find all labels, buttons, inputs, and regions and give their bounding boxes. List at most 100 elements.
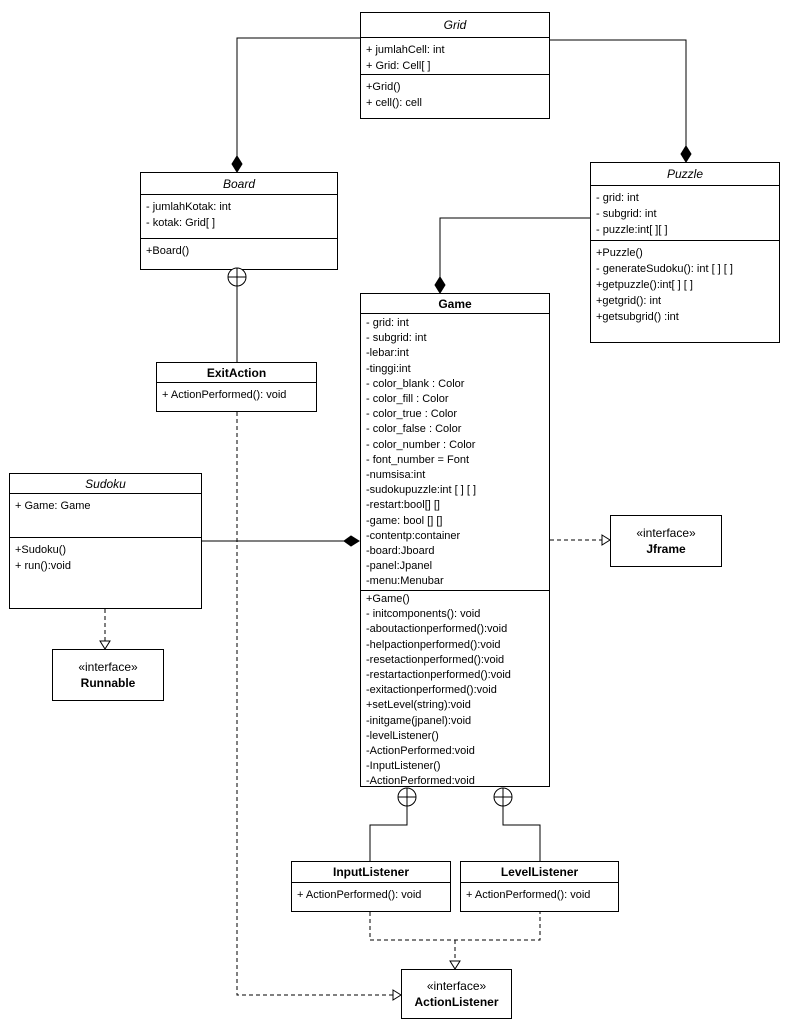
class-sudoku: Sudoku + Game: Game +Sudoku() + run():voi… — [9, 473, 202, 609]
containment-icon — [227, 267, 247, 287]
member-line: + Grid: Cell[ ] — [366, 60, 431, 72]
interface-jframe-name: Jframe — [646, 542, 686, 556]
member-line: +getpuzzle():int[ ] [ ] — [596, 279, 693, 291]
member-line: - color_number : Color — [366, 438, 476, 451]
class-game-attributes: - grid: int- subgrid: int-lebar:int-ting… — [361, 314, 549, 591]
realization-arrow-icon — [449, 960, 461, 970]
member-line: +Board() — [146, 245, 190, 257]
realization-arrow-icon — [99, 640, 111, 650]
connector-game-jframe — [550, 534, 611, 546]
member-line: -restartactionperformed():void — [366, 669, 511, 682]
composition-diamond-icon — [680, 145, 692, 163]
member-line: -resetactionperformed():void — [366, 653, 505, 666]
member-line: +Game() — [366, 593, 410, 605]
class-inputlistener-title: InputListener — [292, 862, 450, 883]
member-line: -aboutactionperformed():void — [366, 623, 508, 636]
class-board-methods: +Board() — [141, 239, 337, 269]
connector-grid-board — [231, 37, 360, 173]
member-line: - subgrid: int — [366, 332, 427, 345]
interface-actionlistener-name: ActionListener — [414, 995, 499, 1009]
class-board-title: Board — [141, 173, 337, 195]
class-grid-title: Grid — [361, 13, 549, 38]
member-line: +Sudoku() — [15, 544, 67, 556]
member-line: - generateSudoku(): int [ ] [ ] — [596, 263, 733, 275]
class-levellistener-title: LevelListener — [461, 862, 618, 883]
member-line: - initcomponents(): void — [366, 608, 481, 621]
realization-arrow-icon — [392, 989, 402, 1001]
interface-runnable: «interface» Runnable — [52, 649, 164, 701]
connector-game-inputlistener — [369, 787, 417, 861]
member-line: - kotak: Grid[ ] — [146, 217, 216, 229]
class-grid-methods: +Grid() + cell(): cell — [361, 75, 549, 118]
member-line: + ActionPerformed(): void — [466, 889, 591, 901]
class-exitaction-title: ExitAction — [157, 363, 316, 383]
member-line: - grid: int — [596, 192, 639, 204]
member-line: - color_false : Color — [366, 423, 462, 436]
member-line: +getgrid(): int — [596, 295, 662, 307]
member-line: + Game: Game — [15, 500, 91, 512]
member-line: +Grid() — [366, 81, 401, 93]
class-puzzle: Puzzle - grid: int - subgrid: int - puzzle… — [590, 162, 780, 343]
class-puzzle-title: Puzzle — [591, 163, 779, 186]
member-line: + cell(): cell — [366, 97, 422, 109]
connector-sudoku-game — [202, 535, 360, 547]
connector-listeners-actionlistener — [369, 912, 541, 970]
class-sudoku-title: Sudoku — [10, 474, 201, 494]
member-line: -levelListener() — [366, 729, 439, 742]
containment-icon — [493, 787, 513, 807]
member-line: -InputListener() — [366, 760, 441, 773]
jframe-stereotype-label: «interface» — [636, 526, 696, 540]
class-grid: Grid + jumlahCell: int + Grid: Cell[ ] +G… — [360, 12, 550, 119]
runnable-stereotype-label: «interface» — [78, 660, 138, 674]
member-line: -board:Jboard — [366, 545, 435, 558]
member-line: -initgame(jpanel):void — [366, 714, 472, 727]
composition-diamond-icon — [434, 276, 446, 294]
class-board: Board - jumlahKotak: int - kotak: Grid[ ]… — [140, 172, 338, 270]
class-grid-attributes: + jumlahCell: int + Grid: Cell[ ] — [361, 38, 549, 75]
class-sudoku-methods: +Sudoku() + run():void — [10, 538, 201, 608]
class-game-methods: +Game() - initcomponents(): void -aboutact… — [361, 591, 549, 786]
member-line: + run():void — [15, 560, 71, 572]
class-sudoku-attributes: + Game: Game — [10, 494, 201, 538]
class-game-title: Game — [361, 294, 549, 314]
class-game: Game - grid: int- subgrid: int-lebar:int… — [360, 293, 550, 787]
class-inputlistener-methods: + ActionPerformed(): void — [292, 883, 450, 911]
member-line: + ActionPerformed(): void — [297, 889, 422, 901]
class-exitaction: ExitAction + ActionPerformed(): void — [156, 362, 317, 412]
member-line: -contentp:container — [366, 529, 461, 542]
class-levellistener: LevelListener + ActionPerformed(): void — [460, 861, 619, 912]
member-line: -panel:Jpanel — [366, 560, 433, 573]
class-puzzle-methods: +Puzzle() - generateSudoku(): int [ ] [ ]… — [591, 241, 779, 342]
member-line: - font_number = Font — [366, 453, 470, 466]
member-line: - color_true : Color — [366, 408, 458, 421]
class-inputlistener: InputListener + ActionPerformed(): void — [291, 861, 451, 912]
member-line: + jumlahCell: int — [366, 44, 445, 56]
member-line: -lebar:int — [366, 347, 409, 360]
member-line: -ActionPerformed:void — [366, 745, 475, 758]
member-line: +getsubgrid() :int — [596, 311, 679, 323]
member-line: -numsisa:int — [366, 469, 426, 482]
composition-diamond-icon — [343, 535, 360, 547]
member-line: -exitactionperformed():void — [366, 684, 497, 697]
connector-sudoku-runnable — [99, 609, 111, 650]
member-line: - subgrid: int — [596, 208, 657, 220]
member-line: - puzzle:int[ ][ ] — [596, 224, 668, 236]
member-line: +Puzzle() — [596, 247, 643, 259]
interface-runnable-name: Runnable — [80, 676, 136, 690]
containment-icon — [397, 787, 417, 807]
interface-actionlistener: «interface» ActionListener — [401, 969, 512, 1019]
member-line: -helpactionperformed():void — [366, 638, 501, 651]
class-board-attributes: - jumlahKotak: int - kotak: Grid[ ] — [141, 195, 337, 239]
class-exitaction-methods: + ActionPerformed(): void — [157, 383, 316, 411]
realization-arrow-icon — [601, 534, 611, 546]
member-line: -tinggi:int — [366, 362, 411, 375]
composition-diamond-icon — [231, 155, 243, 173]
member-line: - color_fill : Color — [366, 393, 449, 406]
member-line: -menu:Menubar — [366, 575, 444, 588]
connector-grid-puzzle — [550, 39, 692, 163]
member-line: - jumlahKotak: int — [146, 201, 231, 213]
class-levellistener-methods: + ActionPerformed(): void — [461, 883, 618, 911]
member-line: -sudokupuzzle:int [ ] [ ] — [366, 484, 477, 497]
member-line: +setLevel(string):void — [366, 699, 471, 712]
